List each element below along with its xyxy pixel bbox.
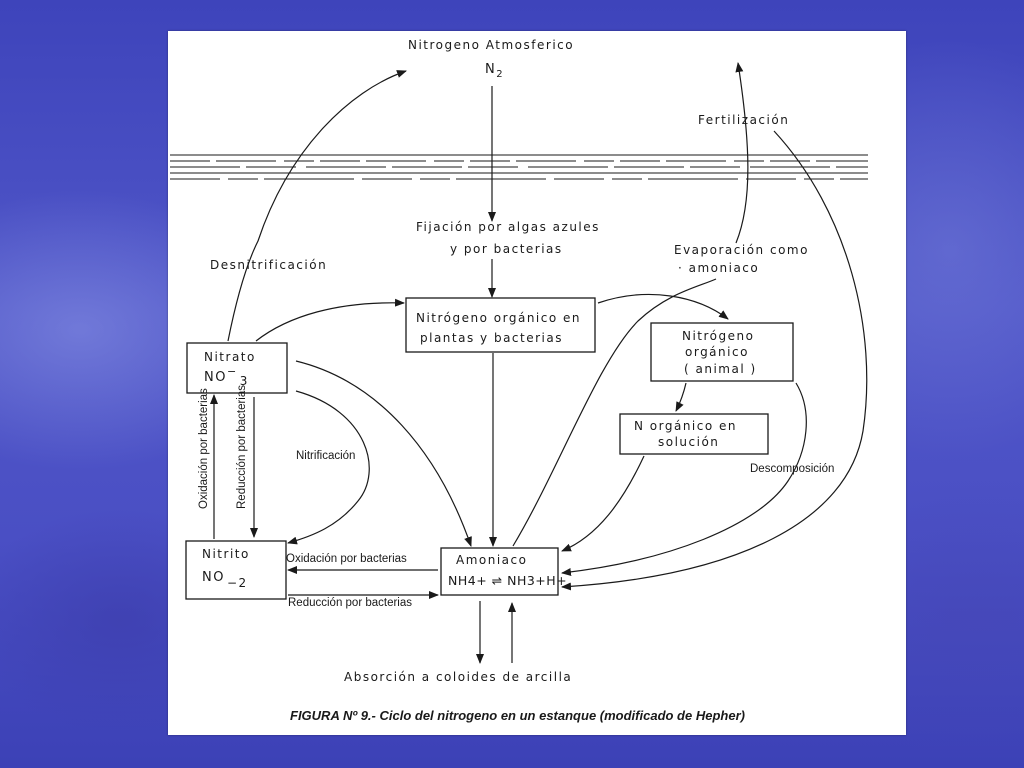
oxidacion-vertical-label: Oxidación por bacterias	[198, 388, 210, 509]
reduccion-horizontal-label: Reducción por bacterias	[288, 597, 412, 609]
nitrito-formula: NO−2	[202, 570, 248, 590]
amoniaco-box	[440, 547, 559, 596]
figure-caption: FIGURA Nº 9.- Ciclo del nitrogeno en un …	[290, 708, 745, 723]
oxidacion-horizontal-label: Oxidación por bacterias	[286, 553, 407, 565]
nitrato-label: Nitrato	[204, 350, 256, 364]
absorcion-label: Absorción a coloides de arcilla	[344, 670, 572, 684]
water-surface	[170, 154, 868, 180]
organic-nitrogen-animal-line3: ( animal )	[684, 362, 757, 376]
desnitrificacion-label: Desnitrificación	[210, 258, 327, 272]
amoniaco-label: Amoniaco	[456, 553, 527, 567]
nitrito-label: Nitrito	[202, 547, 250, 561]
reduccion-vertical-label: Reducción por bacterias	[236, 385, 248, 509]
organic-nitrogen-animal-box	[650, 322, 794, 382]
nitrito-box	[185, 540, 287, 600]
descomposicion-label: Descomposición	[750, 463, 834, 475]
evaporacion-label-line2: · amoniaco	[678, 261, 759, 275]
nitrato-box	[186, 342, 288, 394]
organic-nitrogen-solution-box	[619, 413, 769, 455]
organic-nitrogen-plants-line2: plantas y bacterias	[420, 331, 563, 345]
organic-nitrogen-animal-line1: Nitrógeno	[682, 329, 754, 343]
atmospheric-nitrogen-label: Nitrogeno Atmosferico	[408, 38, 574, 52]
organic-nitrogen-solution-line2: solución	[658, 435, 719, 449]
fertilizacion-label: Fertilización	[698, 113, 789, 127]
nitrato-formula: NO−3	[204, 365, 249, 388]
nitrificacion-label: Nitrificación	[296, 450, 355, 462]
organic-nitrogen-plants-box	[405, 297, 596, 353]
fijacion-label-line1: Fijación por algas azules	[416, 220, 600, 234]
nitrogen-cycle-diagram: Nitrogeno Atmosferico N2 Fertilización F…	[170, 38, 868, 723]
organic-nitrogen-animal-line2: orgánico	[685, 345, 749, 359]
n2-symbol: N2	[485, 62, 504, 80]
amoniaco-formula: NH4+ ⇌ NH3+H+	[448, 573, 567, 588]
figure-panel: Nitrogeno Atmosferico N2 Fertilización F…	[168, 31, 906, 735]
organic-nitrogen-plants-line1: Nitrógeno orgánico en	[416, 311, 581, 325]
fijacion-label-line2: y por bacterias	[450, 242, 563, 256]
evaporacion-label-line1: Evaporación como	[674, 243, 809, 257]
cycle-arrows	[210, 62, 868, 664]
organic-nitrogen-solution-line1: N orgánico en	[634, 419, 737, 433]
